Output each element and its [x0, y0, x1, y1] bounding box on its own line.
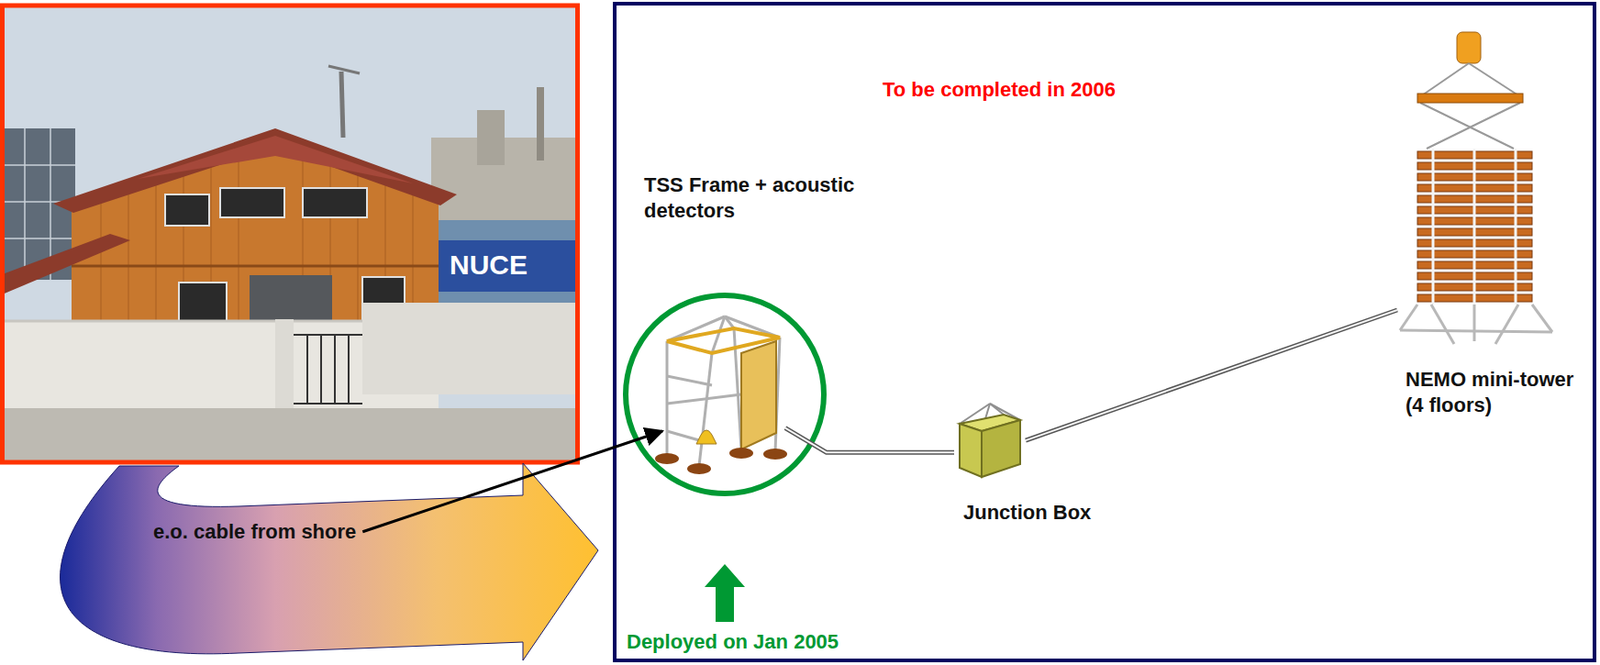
tower-drawing — [1400, 32, 1553, 345]
cable-connector — [1025, 310, 1398, 441]
cable-highlight — [1025, 310, 1398, 441]
photo-frame — [2, 5, 578, 463]
frame-node: TSS Frame + acoustic detectors — [653, 321, 786, 470]
junction-box-drawing — [959, 403, 1021, 478]
cable-connector — [785, 428, 955, 454]
tower-node: NEMO mini-tower (4 floors) — [1397, 30, 1542, 347]
cable-highlight — [785, 428, 955, 454]
cable-group — [1025, 310, 1398, 441]
cable-arrow — [60, 463, 599, 661]
cable-group — [785, 428, 955, 454]
status-note: To be completed in 2006 — [882, 77, 1116, 103]
node-label: Junction Box — [963, 500, 1091, 526]
cable-label: e.o. cable from shore — [153, 519, 356, 545]
leader-arrow — [362, 431, 663, 533]
highlight-circle — [625, 295, 824, 494]
truck-lettering: NUCE — [449, 247, 528, 283]
junction-box-node: Junction Box — [954, 408, 1026, 480]
site-panel — [614, 3, 1595, 661]
node-label: TSS Frame + acoustic detectors — [644, 172, 856, 223]
deploy-note: Deployed on Jan 2005 — [626, 629, 839, 656]
tss-frame-drawing — [655, 316, 788, 475]
node-label: NEMO mini-tower (4 floors) — [1405, 366, 1594, 418]
deploy-arrow — [704, 564, 745, 623]
shore-station-photo — [0, 5, 580, 465]
